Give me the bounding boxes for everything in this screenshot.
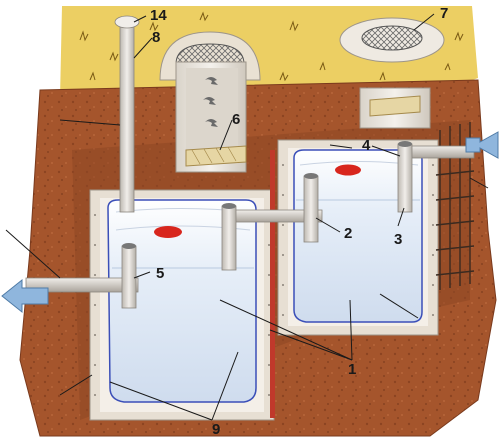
outlet-pipe [25, 277, 139, 293]
tee-middle [221, 205, 237, 271]
right-tank [293, 149, 423, 323]
inlet-arrow [465, 131, 499, 159]
right-manhole [339, 17, 445, 129]
right-manhole-grate [361, 25, 423, 51]
vent-pipe-cap [114, 15, 140, 29]
callout-7: 7 [440, 5, 448, 22]
callout-6: 6 [232, 111, 240, 128]
leader-lines [5, 13, 489, 421]
outlet-arrow [1, 278, 49, 314]
right-tank-red-cap [335, 164, 361, 176]
callout-5: 5 [156, 265, 164, 282]
left-chamber [89, 189, 275, 421]
right-chamber [270, 139, 439, 418]
middle-shaft-flow-arrows [203, 77, 218, 127]
callout-2: 2 [344, 225, 352, 242]
middle-shaft [159, 31, 261, 173]
tee-right-tank-left [303, 175, 319, 243]
vent-pipe [114, 15, 140, 213]
left-tank [107, 199, 257, 403]
left-tank-red-cap [154, 226, 182, 238]
middle-shaft-grate [175, 43, 245, 65]
vent-pipe-body [119, 25, 135, 213]
tee-left-tank [121, 245, 137, 309]
callout-4: 4 [362, 137, 371, 154]
callout-3: 3 [394, 231, 402, 248]
callout-14: 9 [212, 421, 220, 438]
callout-9: 14 [150, 7, 167, 24]
filter-mat [185, 145, 247, 167]
tee-right-tank-inlet [397, 143, 413, 213]
grass-tufts [79, 11, 464, 82]
callout-labels: 14 8 7 6 4 3 2 5 1 9 [150, 5, 448, 438]
divider-red-strip [270, 150, 275, 418]
right-wall-bolts [282, 164, 434, 316]
callout-1: 1 [348, 361, 356, 378]
callout-8: 8 [152, 29, 160, 46]
